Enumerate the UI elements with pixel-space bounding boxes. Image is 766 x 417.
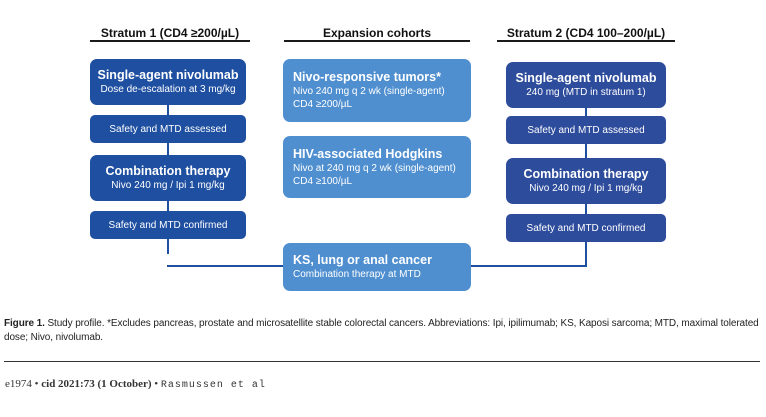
expansion-ks-lung-anal-sub: Combination therapy at MTD (293, 269, 421, 280)
expansion-nivo-responsive-title: Nivo-responsive tumors* (293, 70, 441, 84)
stratum1-to-expansion-line (167, 265, 287, 267)
stratum2-combination-title: Combination therapy (523, 167, 649, 181)
expansion-header: Expansion cohorts (284, 27, 470, 42)
stratum2-safety-confirmed-text: Safety and MTD confirmed (526, 222, 646, 234)
stratum2-header: Stratum 2 (CD4 100–200/µL) (497, 27, 675, 42)
stratum2-safety-confirmed-box: Safety and MTD confirmed (506, 214, 666, 242)
stratum1-header-rule (90, 40, 250, 42)
stratum2-safety-assessed-text: Safety and MTD assessed (527, 124, 645, 136)
stratum1-single-agent-title: Single-agent nivolumab (97, 68, 239, 82)
stratum1-combination-sub: Nivo 240 mg / Ipi 1 mg/kg (111, 180, 225, 191)
stratum2-single-agent-box: Single-agent nivolumab 240 mg (MTD in st… (506, 62, 666, 108)
stratum2-header-text: Stratum 2 (CD4 100–200/µL) (506, 26, 666, 40)
stratum1-combination-box: Combination therapy Nivo 240 mg / Ipi 1 … (90, 155, 246, 201)
expansion-nivo-responsive-line2: CD4 ≥200/µL (293, 99, 353, 110)
expansion-ks-lung-anal-box: KS, lung or anal cancer Combination ther… (283, 243, 471, 291)
expansion-nivo-responsive-line1: Nivo 240 mg q 2 wk (single-agent) (293, 86, 445, 97)
stratum1-safety-assessed-text: Safety and MTD assessed (109, 123, 227, 135)
expansion-hodgkins-line1: Nivo at 240 mg q 2 wk (single-agent) (293, 162, 456, 174)
stratum2-single-agent-title: Single-agent nivolumab (515, 71, 657, 85)
expansion-header-text: Expansion cohorts (322, 26, 432, 40)
stratum1-header: Stratum 1 (CD4 ≥200/µL) (90, 27, 250, 42)
footer-rule (4, 361, 760, 362)
stratum2-safety-assessed-box: Safety and MTD assessed (506, 116, 666, 144)
stratum2-single-agent-sub: 240 mg (MTD in stratum 1) (526, 87, 646, 98)
figure-label: Figure 1. (4, 318, 45, 329)
stratum1-combination-title: Combination therapy (105, 164, 231, 178)
stratum2-combination-box: Combination therapy Nivo 240 mg / Ipi 1 … (506, 158, 666, 204)
journal-citation: cid 2021:73 (1 October) (41, 378, 152, 390)
footer-bullet-2: • (154, 378, 159, 390)
stratum2-header-rule (497, 40, 675, 42)
stratum1-safety-confirmed-box: Safety and MTD confirmed (90, 211, 246, 239)
footer-bullet-1: • (34, 378, 39, 390)
expansion-ks-lung-anal-title: KS, lung or anal cancer (293, 253, 432, 267)
stratum1-single-agent-box: Single-agent nivolumab Dose de-escalatio… (90, 59, 246, 105)
expansion-hodgkins-line2: CD4 ≥100/µL (293, 175, 353, 187)
figure-caption-text: Study profile. *Excludes pancreas, prost… (4, 318, 759, 343)
stratum2-to-expansion-line (466, 265, 587, 267)
expansion-hodgkins-title: HIV-associated Hodgkins (293, 146, 443, 161)
expansion-nivo-responsive-box: Nivo-responsive tumors* Nivo 240 mg q 2 … (283, 59, 471, 122)
page-footer: e1974 • cid 2021:73 (1 October) • Rasmus… (5, 378, 266, 391)
author-name: Rasmussen et al (160, 380, 266, 391)
figure-caption: Figure 1. Study profile. *Excludes pancr… (4, 317, 760, 345)
expansion-hodgkins-box: HIV-associated Hodgkins Nivo at 240 mg q… (283, 136, 471, 198)
stratum1-single-agent-sub: Dose de-escalation at 3 mg/kg (100, 84, 236, 95)
page-number: e1974 (5, 378, 32, 390)
expansion-header-rule (284, 40, 470, 42)
stratum1-header-text: Stratum 1 (CD4 ≥200/µL) (100, 26, 240, 40)
stratum1-safety-assessed-box: Safety and MTD assessed (90, 115, 246, 143)
stratum2-combination-sub: Nivo 240 mg / Ipi 1 mg/kg (529, 183, 643, 194)
stratum1-safety-confirmed-text: Safety and MTD confirmed (108, 219, 228, 231)
